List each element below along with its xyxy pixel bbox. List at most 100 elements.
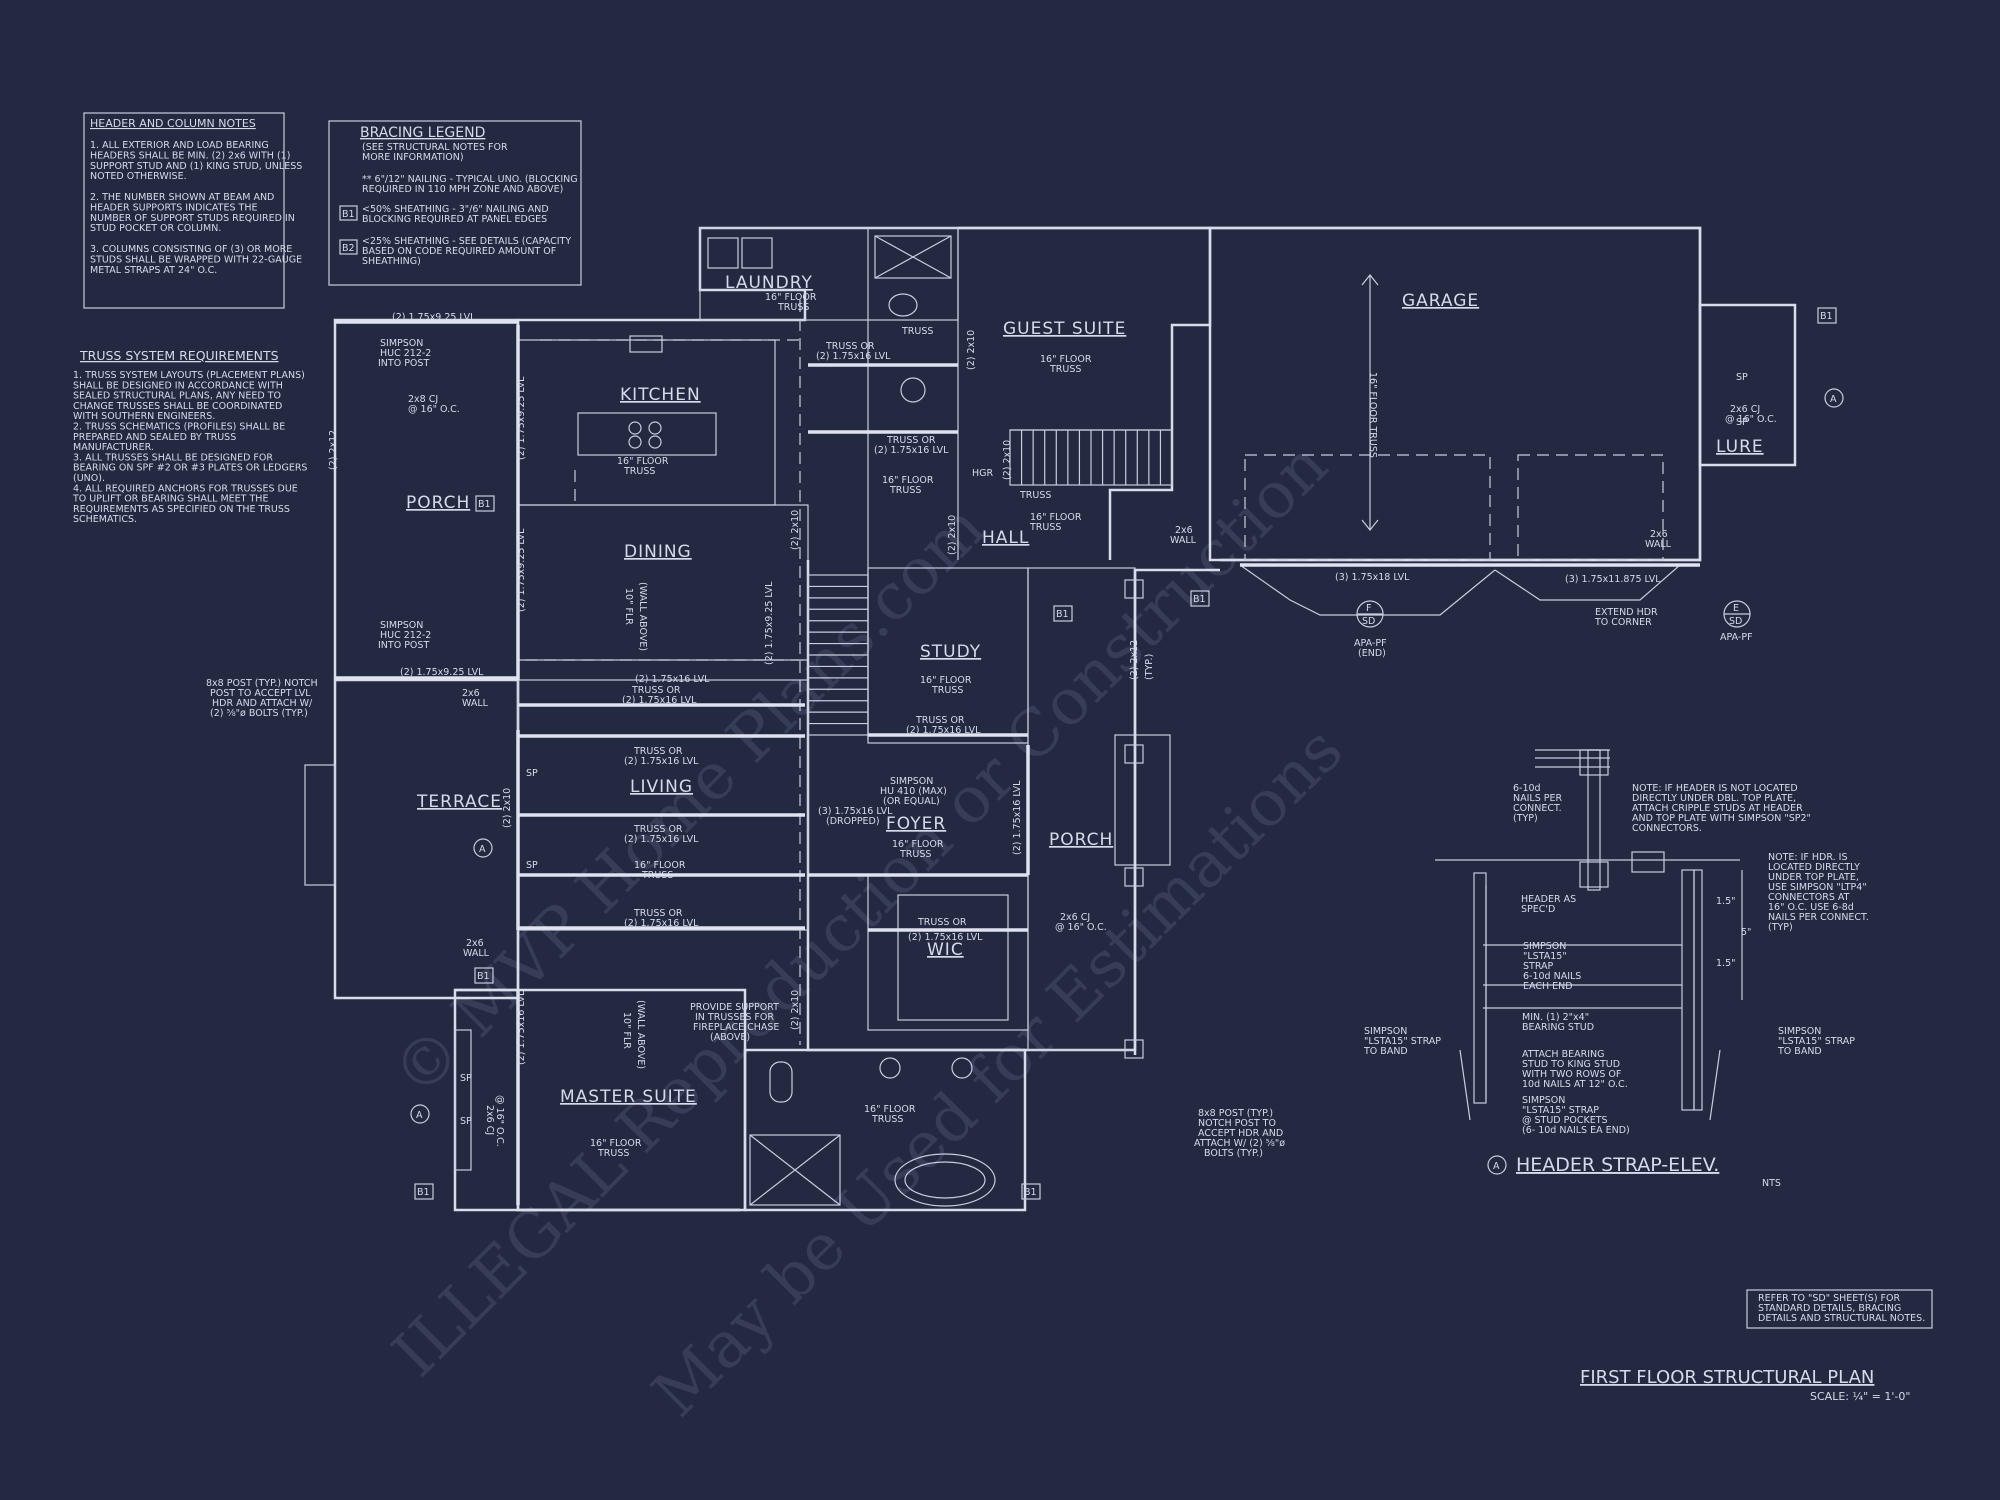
bracing-item-3-line-2: BASED ON CODE REQUIRED AMOUNT OF bbox=[362, 246, 556, 257]
truss-req-line-13: TO UPLIFT OR BEARING SHALL MEET THE bbox=[72, 494, 268, 505]
bracing-legend: BRACING LEGEND (SEE STRUCTURAL NOTES FOR… bbox=[328, 120, 582, 286]
bracing-legend-title: BRACING LEGEND bbox=[360, 125, 485, 141]
post-right-2: NOTCH POST TO bbox=[1198, 1118, 1276, 1129]
cj-lure-1: 2x6 CJ bbox=[1730, 404, 1760, 415]
tag-f: F bbox=[1366, 603, 1371, 614]
lvl-dropped-1: (3) 1.75x16 LVL bbox=[818, 806, 893, 817]
post-left-3: HDR AND ATTACH W/ bbox=[212, 698, 313, 709]
simpson-hu-2: HU 410 (MAX) bbox=[880, 786, 947, 797]
living-truss-1: 16" FLOOR bbox=[634, 860, 686, 871]
bracing-tag-b2: B2 bbox=[342, 243, 355, 254]
header-note-line-7: HEADER SUPPORTS INDICATES THE bbox=[90, 202, 258, 213]
sp-living-2: SP bbox=[526, 860, 538, 871]
detail-nails-per-connect-3: CONNECT. bbox=[1513, 803, 1562, 814]
truss-req-line-14: REQUIREMENTS AS SPECIFIED ON THE TRUSS bbox=[73, 504, 290, 515]
detail-note-not-located-1: NOTE: IF HEADER IS NOT LOCATED bbox=[1632, 783, 1798, 794]
sp-lure-2: SP bbox=[1736, 417, 1748, 428]
lvl-2x10-a: (2) 2x10 bbox=[966, 330, 977, 370]
truss-req-line-12: 4. ALL REQUIRED ANCHORS FOR TRUSSES DUE bbox=[73, 483, 298, 494]
truss-req-lines: 1. TRUSS SYSTEM LAYOUTS (PLACEMENT PLANS… bbox=[72, 370, 307, 525]
cj-porch-1: 2x8 CJ bbox=[408, 394, 438, 405]
section-a-lure: A bbox=[1830, 394, 1837, 405]
hall-truss-1: 16" FLOOR bbox=[882, 475, 934, 486]
detail-strap-pockets-4: (6- 10d NAILS EA END) bbox=[1522, 1125, 1630, 1136]
room-wic: WIC bbox=[927, 940, 964, 960]
detail-dim-3: 1.5" bbox=[1716, 958, 1735, 969]
bracing-item-3-line-1: <25% SHEATHING - SEE DETAILS (CAPACITY bbox=[362, 236, 571, 247]
detail-strap-2: "LSTA15" bbox=[1523, 951, 1567, 962]
simpson-huc-bot-2: HUC 212-2 bbox=[380, 630, 431, 641]
header-note-line-4: NOTED OTHERWISE. bbox=[90, 171, 187, 182]
foyer-truss-1: 16" FLOOR bbox=[892, 839, 944, 850]
plan-tags: B1 B1 B1 B1 B1 B1 B1 A A A F SD E SD bbox=[410, 307, 1844, 1200]
sp-master-1: SP bbox=[460, 1073, 472, 1084]
study-truss-1: 16" FLOOR bbox=[920, 675, 972, 686]
detail-note-not-located-4: AND TOP PLATE WITH SIMPSON "SP2" bbox=[1632, 813, 1811, 824]
detail-strap-4: 6-10d NAILS bbox=[1523, 971, 1581, 982]
bracing-legend-sub-2: MORE INFORMATION) bbox=[362, 152, 464, 163]
detail-note-located-4: USE SIMPSON "LTP4" bbox=[1768, 882, 1867, 893]
foyer-truss-2: TRUSS bbox=[899, 849, 931, 860]
detail-note-not-located-5: CONNECTORS. bbox=[1632, 823, 1702, 834]
master-truss-2: TRUSS bbox=[597, 1148, 629, 1159]
guest-truss-1: 16" FLOOR bbox=[1040, 354, 1092, 365]
truss-or-l2: TRUSS OR bbox=[633, 746, 683, 757]
section-a-master: A bbox=[416, 1110, 423, 1121]
extend-hdr-1: EXTEND HDR bbox=[1595, 607, 1658, 618]
apa-pf: APA-PF bbox=[1720, 632, 1753, 643]
structural-annotations: (2) 1.75x9.25 LVL (2) 1.75x9.25 LVL SIMP… bbox=[206, 292, 1777, 1159]
sp-master-2: SP bbox=[460, 1116, 472, 1127]
detail-bearing-stud-2: BEARING STUD bbox=[1522, 1022, 1594, 1033]
detail-nails-per-connect-2: NAILS PER bbox=[1513, 793, 1562, 804]
lvl-2x10-c: (2) 2x10 bbox=[947, 515, 958, 555]
detail-note-located-1: NOTE: IF HDR. IS bbox=[1768, 852, 1848, 863]
room-labels: LAUNDRY KITCHEN GUEST SUITE GARAGE LURE … bbox=[406, 273, 1763, 1107]
cj-lure-2: @ 16" O.C. bbox=[1725, 414, 1777, 425]
lvl-foyer-vert: (2) 1.75x16 LVL bbox=[1012, 780, 1023, 855]
section-a-terrace: A bbox=[479, 844, 486, 855]
tag-e: E bbox=[1733, 603, 1739, 614]
truss-label: TRUSS bbox=[1019, 490, 1051, 501]
apa-pf-end-1: APA-PF bbox=[1354, 638, 1387, 649]
room-porch-left: PORCH bbox=[406, 493, 470, 513]
room-porch-right: PORCH bbox=[1049, 830, 1113, 850]
truss-or-l4: TRUSS OR bbox=[633, 908, 683, 919]
detail-attach-bearing-1: ATTACH BEARING bbox=[1522, 1049, 1604, 1060]
stair-lower bbox=[807, 574, 869, 736]
laundry-truss-1: 16" FLOOR bbox=[765, 292, 817, 303]
sp-living-1: SP bbox=[526, 768, 538, 779]
detail-attach-bearing-4: 10d NAILS AT 12" O.C. bbox=[1522, 1079, 1628, 1090]
wall-2x6-a1: 2x6 bbox=[1175, 525, 1193, 536]
guest-truss-2: TRUSS bbox=[1049, 364, 1081, 375]
refer-line-3: DETAILS AND STRUCTURAL NOTES. bbox=[1758, 1313, 1925, 1324]
header-notes-lines: 1. ALL EXTERIOR AND LOAD BEARINGHEADERS … bbox=[90, 140, 302, 276]
tag-b1-master: B1 bbox=[417, 1187, 430, 1198]
wall-2x6-a2: WALL bbox=[1170, 535, 1197, 546]
detail-note-located-2: LOCATED DIRECTLY bbox=[1768, 862, 1860, 873]
lvl-16-wic: (2) 1.75x16 LVL bbox=[908, 932, 983, 943]
bracing-item-2-line-2: BLOCKING REQUIRED AT PANEL EDGES bbox=[362, 214, 547, 225]
floor-plan bbox=[304, 226, 1797, 1212]
tag-b1-bath: B1 bbox=[1024, 1187, 1037, 1198]
apa-pf-end-2: (END) bbox=[1358, 648, 1386, 659]
post-right-5: BOLTS (TYP.) bbox=[1204, 1148, 1263, 1159]
detail-nts: NTS bbox=[1762, 1178, 1781, 1189]
dining-fp-1: 10" FLR bbox=[623, 588, 634, 625]
room-kitchen: KITCHEN bbox=[620, 385, 701, 405]
room-foyer: FOYER bbox=[886, 814, 946, 834]
cj-master-2: @ 16" O.C. bbox=[494, 1095, 505, 1147]
truss-req-title: TRUSS SYSTEM REQUIREMENTS bbox=[79, 348, 279, 363]
refer-line-2: STANDARD DETAILS, BRACING bbox=[1758, 1303, 1901, 1314]
post-right-3: ACCEPT HDR AND bbox=[1198, 1128, 1283, 1139]
simpson-hu-1: SIMPSON bbox=[890, 776, 933, 787]
detail-header-as-specd-2: SPEC'D bbox=[1521, 904, 1555, 915]
lvl-bottom-left: (2) 1.75x9.25 LVL bbox=[400, 667, 484, 678]
truss-req-line-4: CHANGE TRUSSES SHALL BE COORDINATED bbox=[73, 401, 282, 412]
bath-truss-1: 16" FLOOR bbox=[864, 1104, 916, 1115]
truss-req-line-1: 1. TRUSS SYSTEM LAYOUTS (PLACEMENT PLANS… bbox=[73, 370, 305, 381]
header-note-line-12: STUDS SHALL BE WRAPPED WITH 22-GAUGE bbox=[90, 254, 302, 265]
lvl-2x10-b: (2) 2x10 bbox=[1002, 440, 1013, 480]
detail-note-not-located-3: ATTACH CRIPPLE STUDS AT HEADER bbox=[1632, 803, 1803, 814]
